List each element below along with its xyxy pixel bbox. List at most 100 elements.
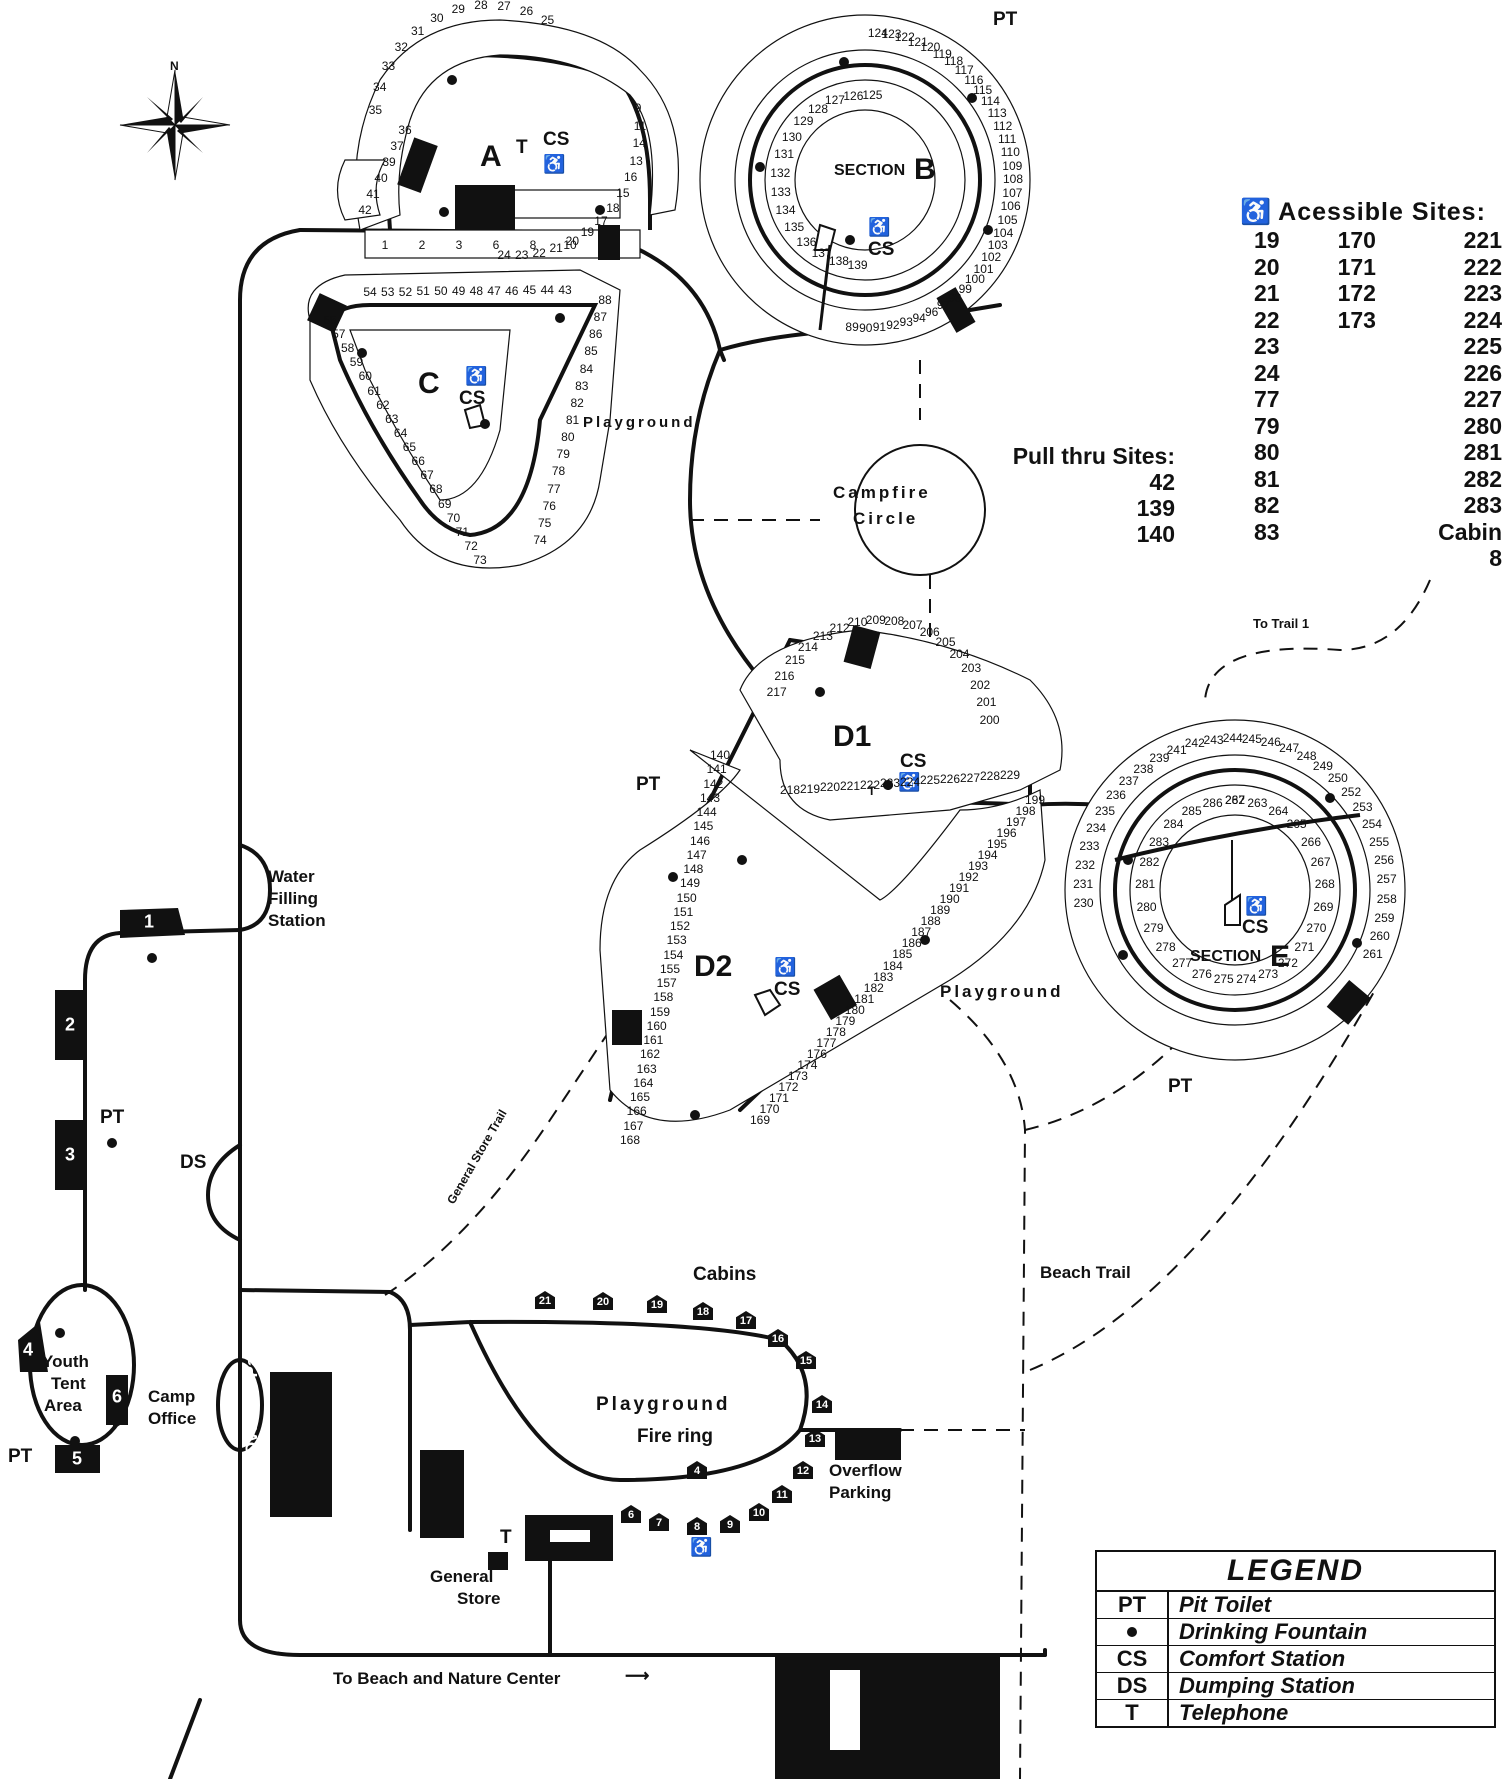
campsite-number: 187	[911, 925, 932, 940]
campsite-number: 136	[796, 234, 817, 249]
water-station-label-3: Station	[268, 911, 326, 930]
campsite-number: 9	[634, 101, 642, 116]
accessible-site: Cabin 8	[1438, 518, 1502, 572]
campsite-number: 132	[770, 165, 791, 180]
campsite-number: 283	[1148, 834, 1170, 849]
accessible-site: 282	[1463, 465, 1502, 492]
group-lot-1: 1	[143, 911, 155, 932]
campsite-number: 138	[828, 253, 849, 268]
campsite-number: 22	[532, 245, 546, 260]
telephone-d1: T	[868, 784, 876, 798]
campsite-number: 78	[551, 464, 566, 479]
campsite-number: 142	[703, 776, 724, 791]
comfort-station-d2: CS	[774, 979, 801, 1000]
campsite-number: 194	[977, 848, 998, 863]
campsite-number: 137	[811, 246, 832, 261]
group-lot-6: 6	[111, 1386, 123, 1407]
campsite-number: 94	[912, 310, 926, 325]
campsite-number: 170	[759, 1101, 780, 1116]
campsite-number: 104	[993, 225, 1014, 240]
campfire-circle	[854, 444, 986, 576]
accessible-site: 81	[1254, 465, 1280, 492]
comfort-station-c: CS	[459, 388, 486, 409]
campsite-number: 215	[784, 653, 805, 668]
campsite-number: 122	[894, 30, 915, 45]
road-to-d	[687, 348, 772, 692]
campsite-number: 225	[919, 773, 941, 788]
fire-ring-label: Fire ring	[637, 1426, 714, 1447]
building-west	[420, 1450, 464, 1538]
campsite-number: 161	[643, 1033, 664, 1048]
campsite-number: 159	[649, 1004, 671, 1019]
campsite-number: 174	[797, 1057, 818, 1072]
general-store-label-1: General	[430, 1567, 494, 1586]
to-beach-label: To Beach and Nature Center	[333, 1669, 561, 1688]
campsite-number: 32	[394, 39, 408, 54]
campsite-number: 150	[676, 890, 697, 905]
section-a-sites	[336, 19, 680, 259]
cabin-icon: 6	[621, 1505, 641, 1523]
campsite-number: 198	[1015, 804, 1036, 819]
campsite-number: 222	[859, 777, 881, 792]
campsite-number: 134	[775, 203, 796, 218]
campsite-number: 15	[616, 186, 630, 201]
campsite-number: 152	[669, 919, 691, 934]
accessible-site: 23	[1254, 333, 1280, 359]
accessible-site: 19	[1254, 227, 1280, 253]
campsite-number: 63	[385, 411, 399, 426]
campsite-number: 91	[872, 320, 887, 335]
accessible-site: 171	[1337, 253, 1376, 280]
campsite-number: 81	[565, 413, 580, 427]
campsite-number: 238	[1133, 761, 1154, 776]
cabin-icon: 18	[693, 1302, 713, 1320]
campsite-number: 77	[547, 481, 561, 496]
campsite-number: 284	[1163, 817, 1184, 832]
legend-description: Dumping Station	[1179, 1673, 1355, 1698]
campsite-number: 233	[1079, 839, 1100, 854]
campsite-number: 10	[563, 238, 577, 252]
pull-thru-title: Pull thru Sites:	[1012, 443, 1175, 469]
accessible-site: 225	[1463, 333, 1502, 359]
campsite-number: 172	[778, 1079, 799, 1094]
campsite-number: 46	[505, 283, 519, 298]
accessible-site: 172	[1337, 280, 1376, 306]
campsite-number: 54	[363, 285, 377, 299]
campsite-number: 193	[968, 859, 989, 874]
campsite-number: 177	[816, 1035, 837, 1050]
campsite-number: 76	[542, 498, 556, 513]
to-trail-label: To Trail 1	[1253, 616, 1310, 631]
legend-symbol: CS	[1097, 1646, 1169, 1672]
campsite-number: 183	[873, 969, 894, 984]
campsite-number: 57	[332, 327, 346, 342]
campsite-number: 226	[939, 772, 961, 787]
section-d2-sites	[599, 749, 1046, 1122]
group-lot-2: 2	[64, 1014, 76, 1035]
section-a-label: A	[480, 140, 502, 173]
trail-pt-e	[1024, 1039, 1181, 1131]
campsite-number: 253	[1352, 800, 1373, 815]
campsite-number: 80	[561, 430, 575, 445]
campsite-number: 2	[418, 238, 426, 252]
wheelchair-icon: ♿	[898, 772, 921, 792]
campsite-number: 235	[1094, 804, 1115, 819]
campsite-number: 263	[1247, 795, 1268, 810]
section-a-block	[397, 137, 438, 193]
campsite-number: 257	[1376, 872, 1397, 887]
campsite-number: 25	[540, 13, 555, 28]
campsite-number: 64	[393, 425, 408, 440]
legend-symbol	[1097, 1619, 1169, 1645]
campsite-number: 13	[629, 153, 643, 168]
campsite-number: 59	[349, 355, 364, 370]
campsite-number: 20	[565, 234, 580, 249]
accessible-site: 223	[1463, 280, 1502, 306]
campsite-number: 234	[1086, 821, 1107, 836]
cabin-icon: 10	[749, 1503, 769, 1521]
campsite-number: 74	[533, 533, 547, 547]
campsite-number: 179	[835, 1013, 856, 1028]
campsite-number: 119	[932, 46, 952, 61]
